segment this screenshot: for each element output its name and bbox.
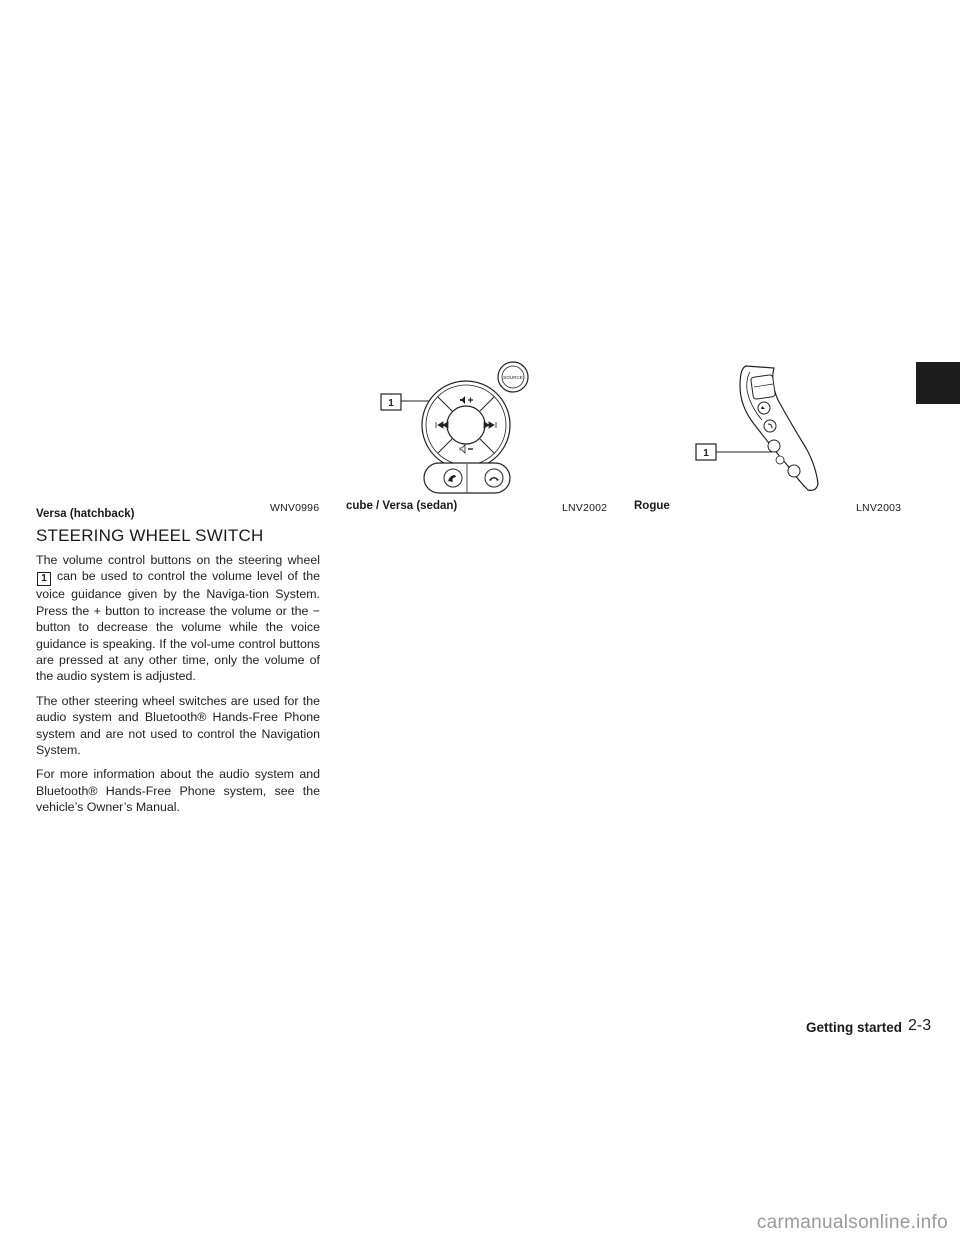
paragraph-3: For more information about the audio sys… bbox=[36, 767, 320, 815]
paragraph-2: The other steering wheel switches are us… bbox=[36, 693, 320, 758]
section-body: The volume control buttons on the steeri… bbox=[36, 552, 320, 824]
volume-down-icon bbox=[459, 444, 473, 454]
volume-rocker bbox=[750, 374, 776, 400]
rogue-button bbox=[763, 419, 777, 433]
page-number: 2-3 bbox=[908, 1017, 932, 1034]
phone-hangup-icon bbox=[489, 477, 499, 481]
callout-box bbox=[380, 393, 402, 411]
seek-back-icon bbox=[435, 421, 449, 429]
steering-switch-illustration-cube: 1 SOURCE bbox=[380, 361, 529, 494]
callout-inline: 1 bbox=[37, 572, 51, 587]
section-heading: STEERING WHEEL SWITCH bbox=[36, 526, 264, 545]
center-button bbox=[446, 405, 486, 445]
paragraph-1-end: can be used to control the volume level … bbox=[36, 569, 320, 684]
source-button-label: SOURCE bbox=[503, 375, 523, 380]
callout-number: 1 bbox=[388, 398, 394, 409]
chapter-tab-marker bbox=[916, 362, 960, 404]
footer-section-title: Getting started bbox=[805, 1020, 902, 1035]
callout-number: 1 bbox=[703, 448, 709, 459]
phone-talk-icon bbox=[448, 475, 456, 482]
figure-caption-cube-versa-sedan: cube / Versa (sedan) bbox=[346, 500, 458, 512]
paragraph-1: The volume control buttons on the steeri… bbox=[36, 552, 320, 685]
rogue-button bbox=[787, 464, 801, 478]
figure-caption-rogue: Rogue bbox=[634, 500, 670, 512]
paragraph-1-start: The volume control buttons on the steeri… bbox=[36, 553, 320, 567]
rogue-button bbox=[775, 455, 785, 465]
volume-up-icon bbox=[460, 396, 473, 404]
seek-forward-icon bbox=[483, 421, 497, 429]
site-watermark: carmanualsonline.info bbox=[756, 1212, 948, 1233]
steering-switch-illustration-rogue: 1 bbox=[695, 365, 819, 491]
figure-code-wnv0996: WNV0996 bbox=[270, 502, 320, 514]
figure-code-lnv2003: LNV2003 bbox=[856, 502, 902, 514]
rogue-button bbox=[767, 439, 781, 453]
figure-code-lnv2002: LNV2002 bbox=[562, 502, 608, 514]
figure-caption-versa-hatchback: Versa (hatchback) bbox=[36, 508, 135, 520]
